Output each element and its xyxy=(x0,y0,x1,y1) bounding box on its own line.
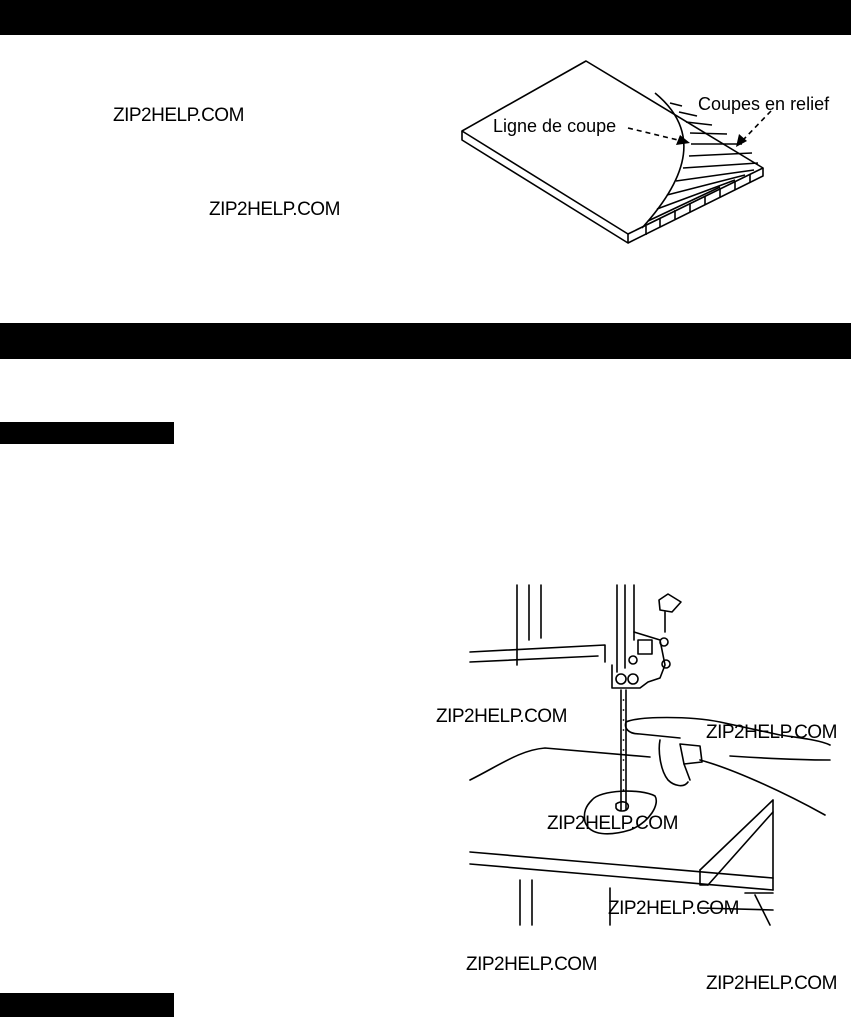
watermark-2: ZIP2HELP.COM xyxy=(209,199,340,220)
label-relief-cuts: Coupes en relief xyxy=(698,94,830,114)
top-header-bar xyxy=(0,0,851,35)
subsection-tab-1 xyxy=(0,422,174,444)
watermark-8: ZIP2HELP.COM xyxy=(706,973,837,994)
subsection-tab-2 xyxy=(0,993,174,1017)
watermark-6: ZIP2HELP.COM xyxy=(608,898,739,919)
watermark-1: ZIP2HELP.COM xyxy=(113,105,244,126)
watermark-7: ZIP2HELP.COM xyxy=(466,954,597,975)
label-cut-line: Ligne de coupe xyxy=(493,116,616,136)
watermark-3: ZIP2HELP.COM xyxy=(436,706,567,727)
watermark-5: ZIP2HELP.COM xyxy=(547,813,678,834)
section-header-bar xyxy=(0,323,851,359)
